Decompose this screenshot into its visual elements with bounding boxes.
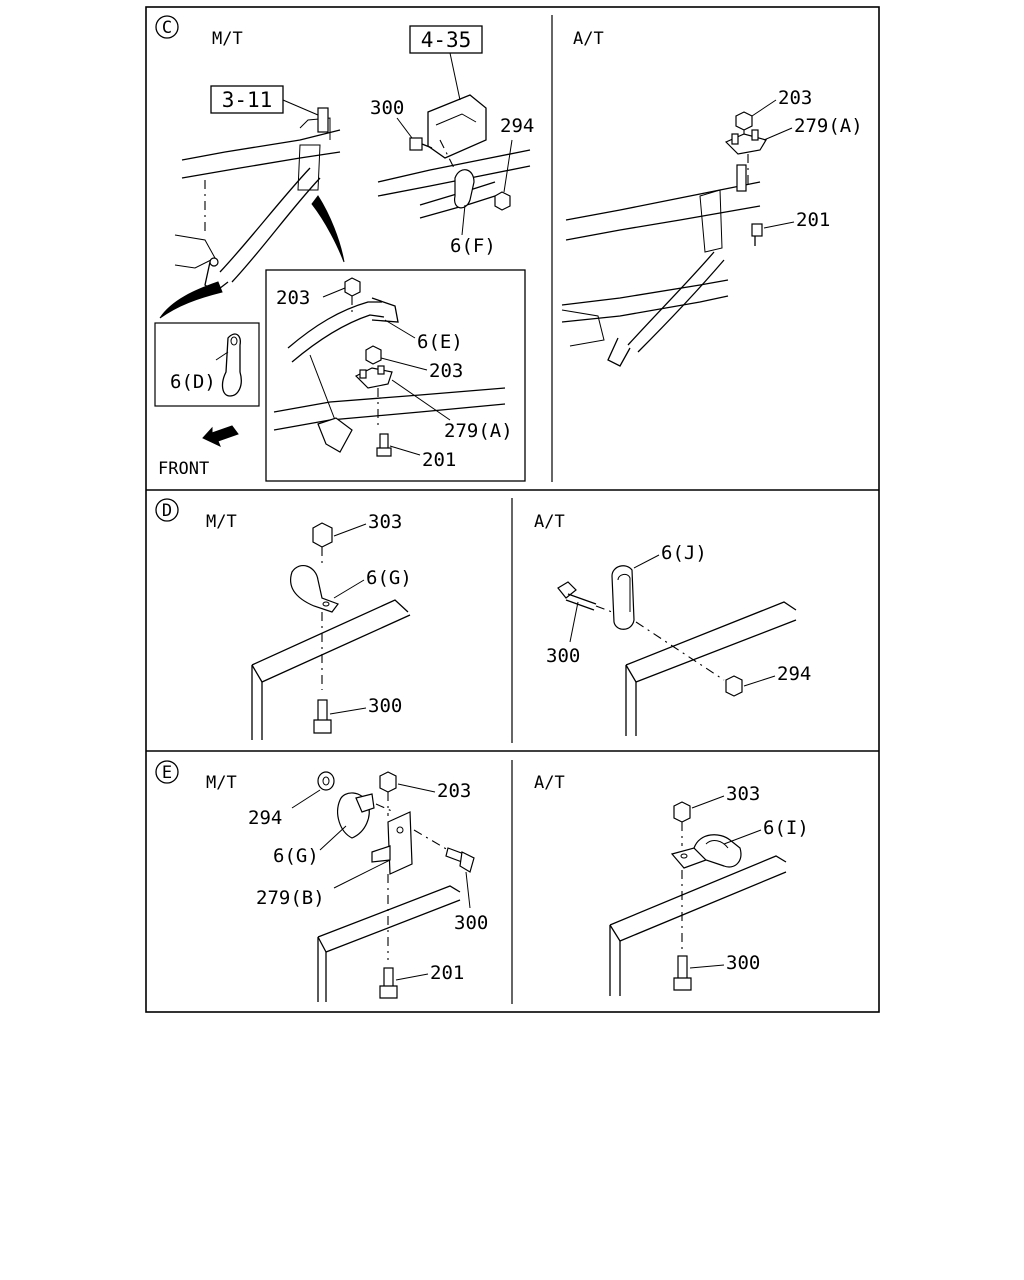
bolt-300-d-mt	[313, 699, 332, 734]
bolt-300-d-at	[557, 581, 597, 611]
detail-inset-box: 203 6(E) 203 279(A) 201	[265, 269, 526, 482]
label-279a-inset: 279(A)	[444, 420, 513, 442]
svg-text:4-35: 4-35	[421, 28, 472, 52]
label-294-c: 294	[500, 115, 534, 137]
label-300-e-at: 300	[726, 952, 760, 974]
label-279b: 279(B)	[256, 887, 325, 909]
section-e-at-title: A/T	[534, 773, 565, 793]
label-6i: 6(I)	[763, 817, 809, 839]
section-d-mt-title: M/T	[206, 512, 237, 532]
front-arrow-icon	[202, 425, 239, 447]
section-c-mt-title: M/T	[212, 29, 243, 49]
label-300-c: 300	[370, 97, 404, 119]
mt-frame-rail	[174, 107, 341, 269]
clamp-6g-e	[337, 792, 375, 839]
label-6j: 6(J)	[661, 542, 707, 564]
label-294-e: 294	[248, 807, 282, 829]
bolt-300-e-mt	[445, 847, 475, 873]
bolt-300-c	[409, 137, 433, 151]
label-201-at: 201	[796, 209, 830, 231]
at-frame-rail	[561, 164, 761, 347]
svg-text:C: C	[162, 18, 172, 38]
bolt-300-e-at	[673, 955, 692, 991]
d-at-frame-member	[625, 601, 797, 736]
clamp-6j-d	[611, 565, 635, 630]
nut-303-e	[673, 801, 691, 823]
bracket-279a-inset	[354, 365, 393, 389]
label-6e: 6(E)	[417, 331, 463, 353]
label-6d: 6(D)	[170, 371, 216, 393]
label-201-e: 201	[430, 962, 464, 984]
bracket-279b	[371, 811, 413, 875]
nut-203-e	[379, 771, 397, 793]
e-at-frame-member	[609, 855, 787, 996]
front-label: FRONT	[158, 459, 209, 479]
section-d: D M/T A/T 303 6(G) 300	[155, 498, 811, 740]
at-fuel-pipe	[607, 251, 725, 367]
detail-pointer-right	[311, 195, 345, 263]
section-e: E M/T A/T	[155, 760, 809, 1002]
label-6f: 6(F)	[450, 235, 496, 257]
label-6g-e: 6(G)	[273, 845, 319, 867]
label-279a-at: 279(A)	[794, 115, 863, 137]
section-e-marker: E	[155, 760, 179, 784]
section-d-at-title: A/T	[534, 512, 565, 532]
bolt-201-e	[379, 967, 398, 999]
nut-294-d	[725, 675, 743, 697]
label-203-inset-top: 203	[276, 287, 310, 309]
label-294-d: 294	[777, 663, 811, 685]
label-203-e: 203	[437, 780, 471, 802]
label-300-d-at: 300	[546, 645, 580, 667]
section-d-marker: D	[155, 498, 179, 522]
nut-203-at	[735, 111, 753, 131]
nut-294-e	[317, 771, 335, 791]
label-203-at: 203	[778, 87, 812, 109]
label-6g-d: 6(G)	[366, 567, 412, 589]
nut-303-d	[312, 522, 333, 548]
bolt-201-at	[751, 223, 763, 246]
svg-text:3-11: 3-11	[222, 88, 273, 112]
detail-box-6d: 6(D)	[154, 322, 260, 407]
section-e-mt-title: M/T	[206, 773, 237, 793]
nut-294-c	[494, 191, 511, 211]
nut-203-inset-top	[344, 277, 361, 297]
d-mt-frame-member	[251, 599, 411, 740]
reference-box-4-35: 4-35	[409, 25, 483, 101]
label-300-d-mt: 300	[368, 695, 402, 717]
svg-text:D: D	[162, 501, 172, 521]
section-c-at-title: A/T	[573, 29, 604, 49]
bolt-201-inset	[376, 433, 392, 457]
section-c-marker: C	[155, 15, 179, 39]
bracket-279a-at	[724, 129, 767, 155]
reference-box-3-11: 3-11	[210, 85, 326, 119]
mt-fuel-pipe	[204, 167, 321, 293]
label-300-e-mt: 300	[454, 912, 488, 934]
label-201-inset: 201	[422, 449, 456, 471]
nut-203-inset-mid	[365, 345, 382, 365]
mt-clip-assembly-upper: 300 294 6(F)	[370, 94, 534, 257]
label-303-d: 303	[368, 511, 402, 533]
label-303-e: 303	[726, 783, 760, 805]
section-c: C M/T A/T 3-11 4-35	[154, 15, 863, 482]
e-mt-frame-member	[317, 885, 461, 1002]
clamp-6g-d	[290, 564, 339, 613]
label-203-inset-mid: 203	[429, 360, 463, 382]
svg-text:E: E	[162, 763, 172, 783]
detail-pointer-left	[159, 281, 223, 319]
clamp-6i	[670, 834, 742, 869]
diagram-frame	[145, 6, 880, 1013]
